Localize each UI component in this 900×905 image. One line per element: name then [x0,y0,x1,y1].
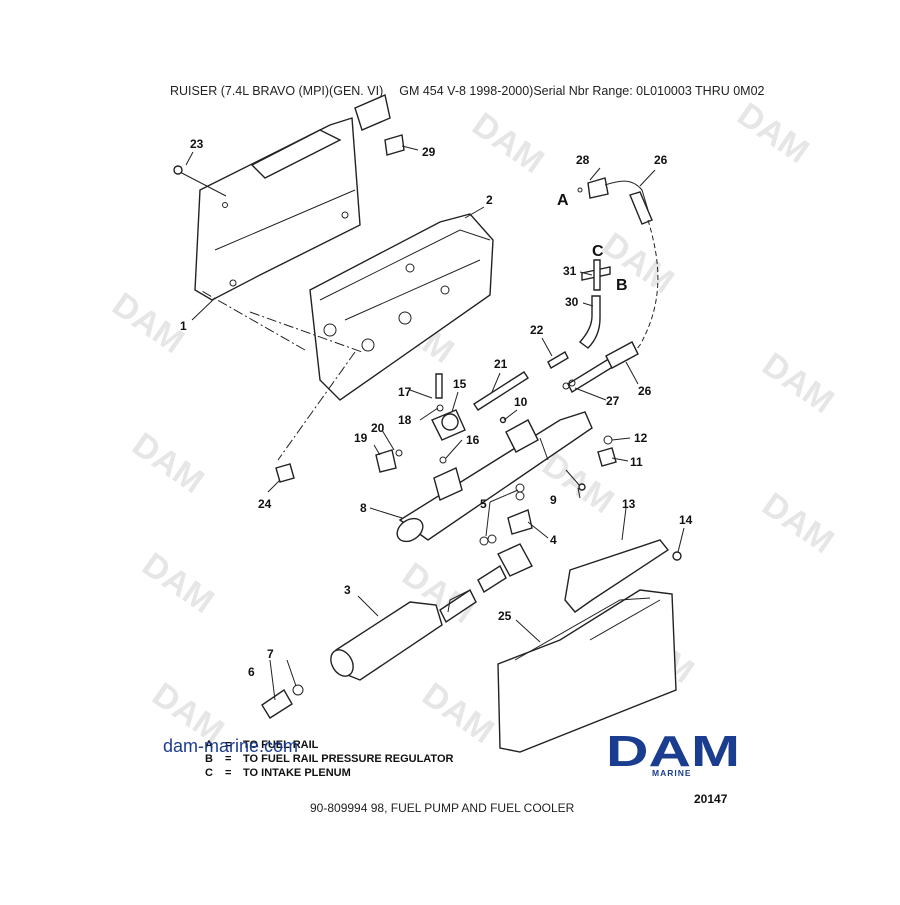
callout-9: 9 [550,493,557,507]
callout-18: 18 [398,413,412,427]
part-6-inlet-fitting [261,688,293,719]
callout-13: 13 [622,497,636,511]
part-26-fuel-line-upper [577,177,659,361]
callout-19: 19 [354,431,368,445]
callout-4: 4 [550,533,557,547]
part-18-washer [436,404,444,412]
callout-7: 7 [267,647,274,661]
callout-28: 28 [576,153,590,167]
callout-22: 22 [530,323,544,337]
callout-1: 1 [180,319,187,333]
part-17-bolt [435,373,443,399]
callout-15: 15 [453,377,467,391]
letter-b: B [616,277,628,294]
part-20-o-ring [395,449,403,457]
part-31-tee-fitting [581,259,611,291]
dam-logo: DAM [606,727,740,776]
part-11-fitting [597,447,617,467]
callout-26a: 26 [654,153,668,167]
part-27-o-rings [562,379,576,390]
part-16-o-ring [439,456,447,464]
part-13-strap [564,539,670,613]
svg-text:DAM: DAM [125,425,210,501]
part-25-cooler-tank [497,589,677,753]
legend: A=TO FUEL RAIL B=TO FUEL RAIL PRESSURE R… [205,738,453,780]
callout-24: 24 [258,497,272,511]
guide-line [277,351,356,461]
guide-line [199,289,306,351]
callout-10: 10 [514,395,528,409]
callout-8: 8 [360,501,367,515]
part-4-elbow-fitting [507,509,533,535]
part-10-screw [499,416,507,424]
svg-text:DAM: DAM [730,95,815,171]
svg-text:DAM: DAM [595,225,680,301]
callout-6: 6 [248,665,255,679]
part-30-hose [578,295,601,349]
callout-29: 29 [422,145,436,159]
part-7-o-ring [292,684,304,696]
svg-text:DAM: DAM [135,545,220,621]
part-19-fitting [375,449,397,473]
callout-11: 11 [630,455,643,469]
callout-25: 25 [498,609,512,623]
svg-text:DAM: DAM [755,485,840,561]
svg-text:DAM: DAM [755,345,840,421]
logo-subtitle: MARINE [652,768,692,778]
svg-text:DAM: DAM [465,105,550,181]
svg-text:DAM: DAM [105,285,190,361]
part-22-fitting [547,351,569,369]
svg-text:DAM: DAM [606,727,740,776]
callout-2: 2 [486,193,493,207]
callout-27: 27 [606,394,620,408]
callout-20: 20 [371,421,385,435]
part-1-mounting-bracket [194,94,391,301]
callout-21: 21 [494,357,508,371]
callout-23: 23 [190,137,204,151]
part-5-o-rings [479,483,525,546]
diagram-header: RUISER (7.4L BRAVO (MPI)(GEN. VI) GM 454 … [170,84,765,100]
part-12-o-ring [603,435,613,445]
callout-labels: 23 29 2 1 28 26 31 30 22 26 27 21 17 15 … [180,137,693,679]
letter-a: A [557,192,569,209]
header-model: RUISER (7.4L BRAVO (MPI)(GEN. VI) [170,84,384,98]
diagram-caption: 90-809994 98, FUEL PUMP AND FUEL COOLER [310,801,575,815]
part-29-clip [384,134,405,156]
guide-line [249,311,363,353]
part-26-fuel-line-lower [567,341,639,393]
legend-row-a: A=TO FUEL RAIL [205,739,319,751]
callout-14: 14 [679,513,693,527]
header-engine: GM 454 V-8 1998-2000)Serial Nbr Range: 0… [399,84,765,98]
reference-number: 20147 [694,792,728,806]
part-15-regulator [431,409,466,441]
part-8-fuel-cooler [396,411,593,543]
part-3-fuel-pump [330,543,533,681]
part-14-nut [672,551,682,561]
callout-17: 17 [398,385,412,399]
part-21-rod [473,371,529,411]
part-23-screw [173,165,227,197]
legend-row-b: B=TO FUEL RAIL PRESSURE REGULATOR [205,753,454,765]
callout-3: 3 [344,583,351,597]
part-9-screw [565,469,586,491]
leader-lines [185,145,685,701]
callout-5: 5 [480,497,487,511]
part-24-fastener [275,463,295,483]
callout-30: 30 [565,295,579,309]
callout-12: 12 [634,431,648,445]
website-link[interactable]: dam-marine.com [163,736,299,756]
callout-16: 16 [466,433,480,447]
legend-row-c: C=TO INTAKE PLENUM [205,767,351,779]
part-2-cover [309,213,494,401]
callout-26b: 26 [638,384,652,398]
callout-31: 31 [563,264,577,278]
letter-c: C [592,243,604,260]
